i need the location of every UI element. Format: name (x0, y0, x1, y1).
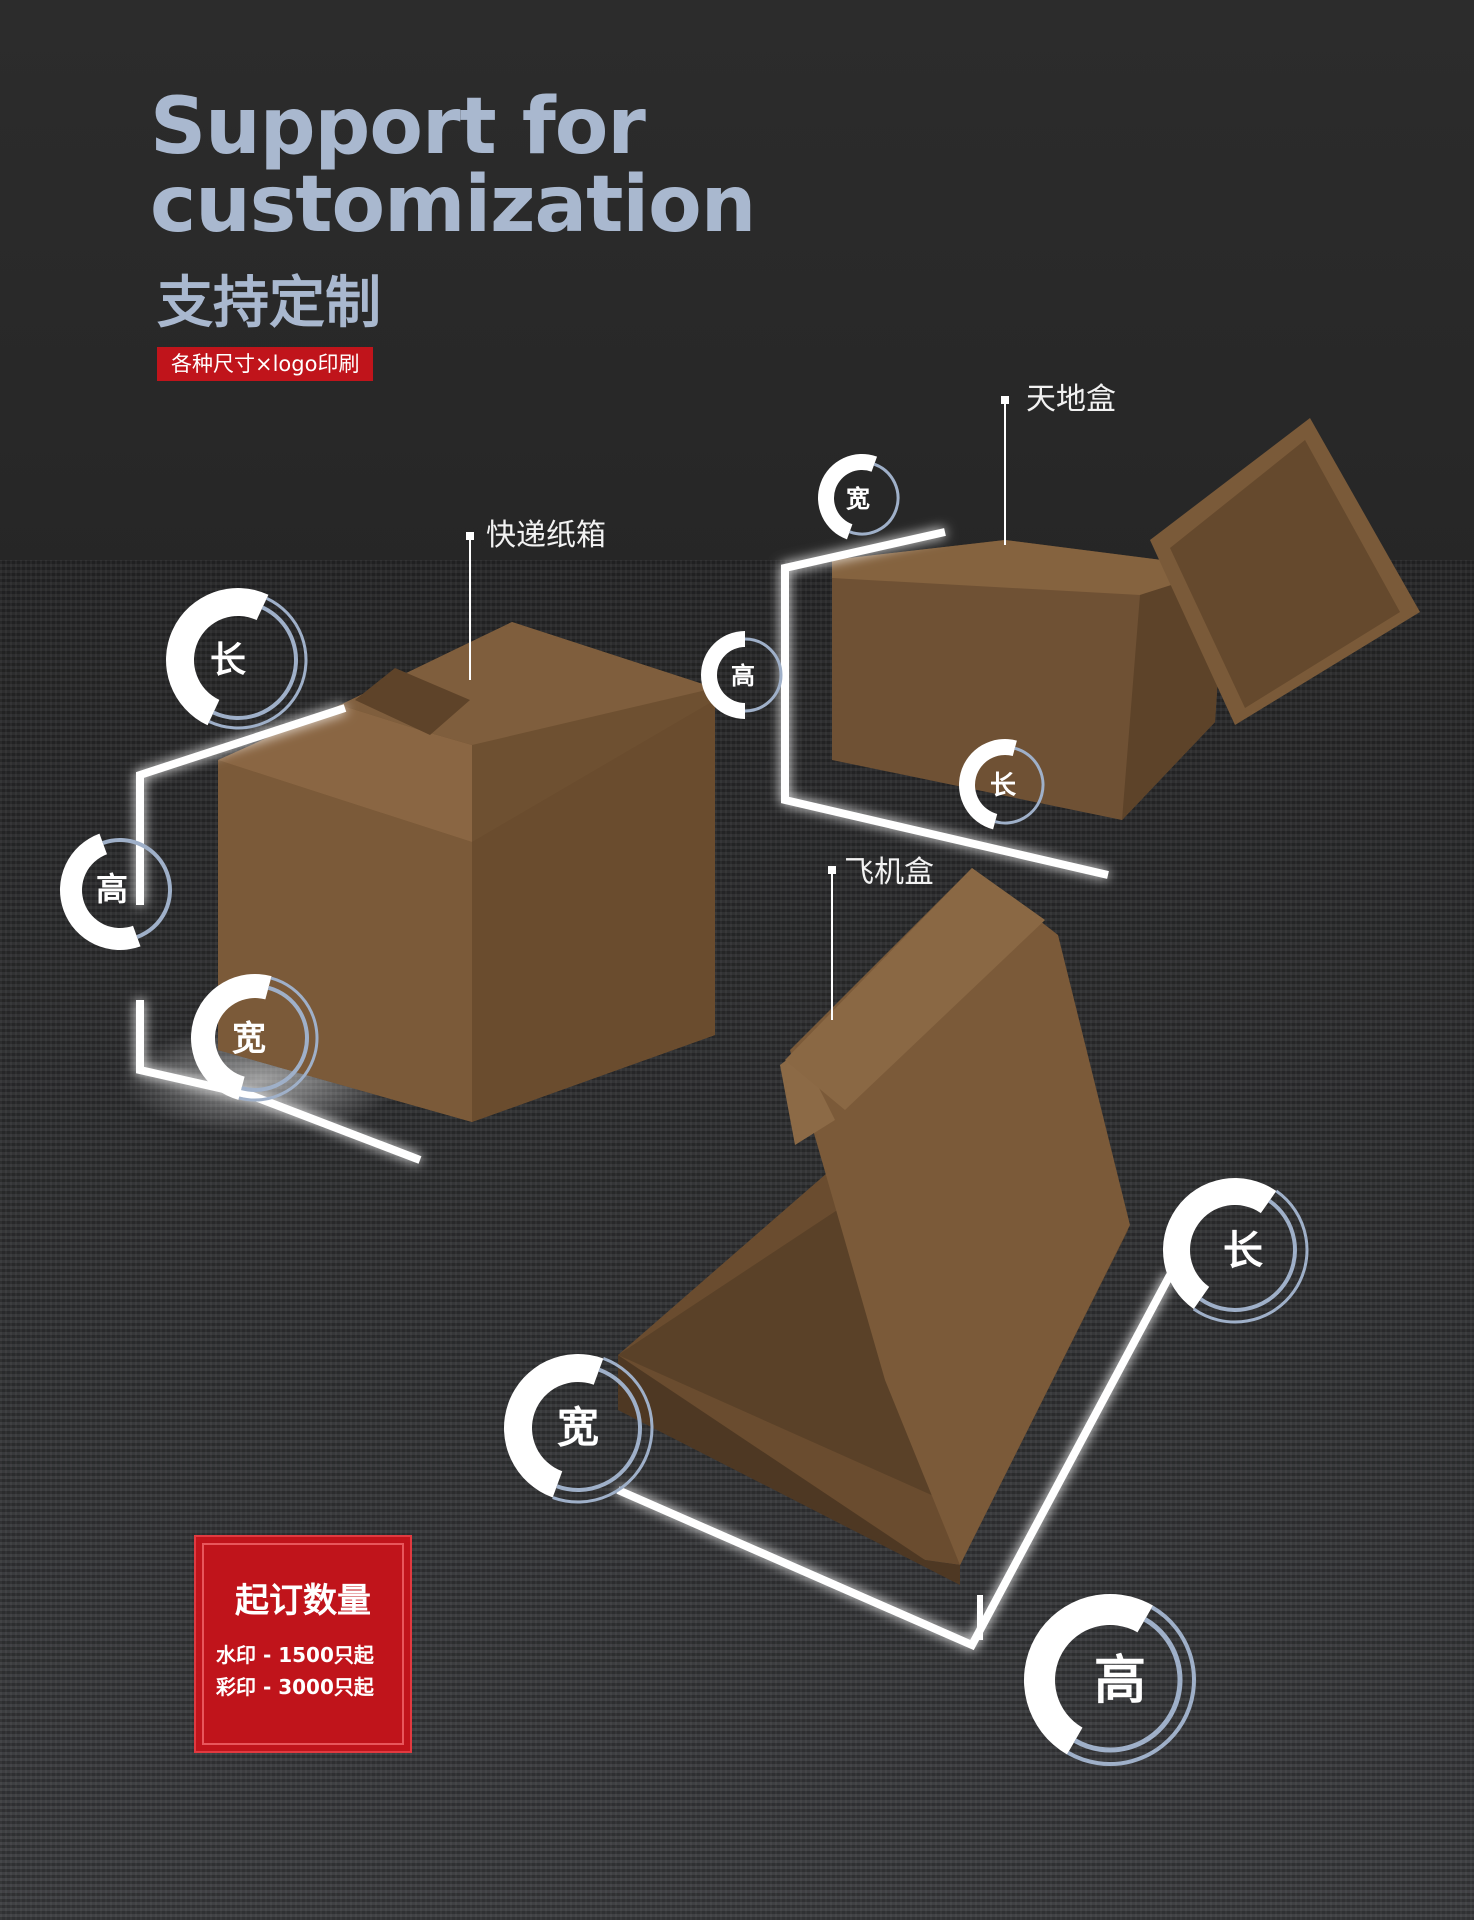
svg-text:高: 高 (96, 870, 128, 908)
express-box-dimension-line (136, 704, 347, 905)
svg-text:宽: 宽 (232, 1019, 266, 1059)
express-carton-box (218, 622, 715, 1122)
lid-base-box-label: 天地盒 (1026, 382, 1116, 417)
airplane-box-label: 飞机盒 (844, 855, 934, 890)
page-title: Support for customization (150, 82, 756, 250)
svg-text:宽: 宽 (557, 1403, 599, 1452)
express-box-dimension-line-lower (136, 1000, 422, 1164)
marker-height-lidbox: 高 (701, 631, 783, 719)
airplane-box-leader-dot (828, 866, 836, 874)
subtitle-cn: 支持定制 (157, 271, 381, 336)
marker-length-express: 长 (166, 588, 308, 730)
marker-length-airplane: 长 (1163, 1178, 1309, 1324)
moq-badge: 起订数量 水印 - 1500只起 彩印 - 3000只起 (194, 1535, 412, 1753)
moq-badge-border (202, 1543, 404, 1745)
moq-title: 起订数量 (235, 1581, 371, 1621)
marker-width-express: 宽 (191, 974, 319, 1102)
airplane-box-dimension-line (616, 1273, 1174, 1651)
airplane-box (618, 868, 1130, 1585)
marker-height-express: 高 (60, 833, 172, 950)
marker-width-airplane: 宽 (504, 1354, 654, 1504)
svg-text:长: 长 (210, 640, 246, 681)
express-box-label: 快递纸箱 (486, 518, 606, 553)
moq-line-watermark: 水印 - 1500只起 (216, 1643, 374, 1667)
svg-text:宽: 宽 (846, 485, 870, 513)
lid-base-box (832, 418, 1420, 820)
page-title-line1: Support for (150, 82, 646, 172)
svg-text:长: 长 (990, 771, 1017, 801)
marker-length-lidbox: 长 (959, 739, 1045, 830)
svg-text:高: 高 (1094, 1651, 1146, 1711)
moq-line-color: 彩印 - 3000只起 (216, 1675, 374, 1699)
lid-base-box-dimension-line (781, 528, 1109, 879)
svg-text:长: 长 (1223, 1228, 1263, 1274)
page-title-line2: customization (150, 160, 756, 250)
express-box-leader-dot (466, 532, 474, 540)
size-logo-tag: 各种尺寸×logo印刷 (157, 347, 374, 381)
marker-width-lidbox: 宽 (818, 454, 900, 540)
svg-text:高: 高 (731, 662, 755, 690)
lid-base-box-leader-dot (1001, 396, 1009, 404)
marker-height-airplane: 高 (1024, 1594, 1196, 1766)
